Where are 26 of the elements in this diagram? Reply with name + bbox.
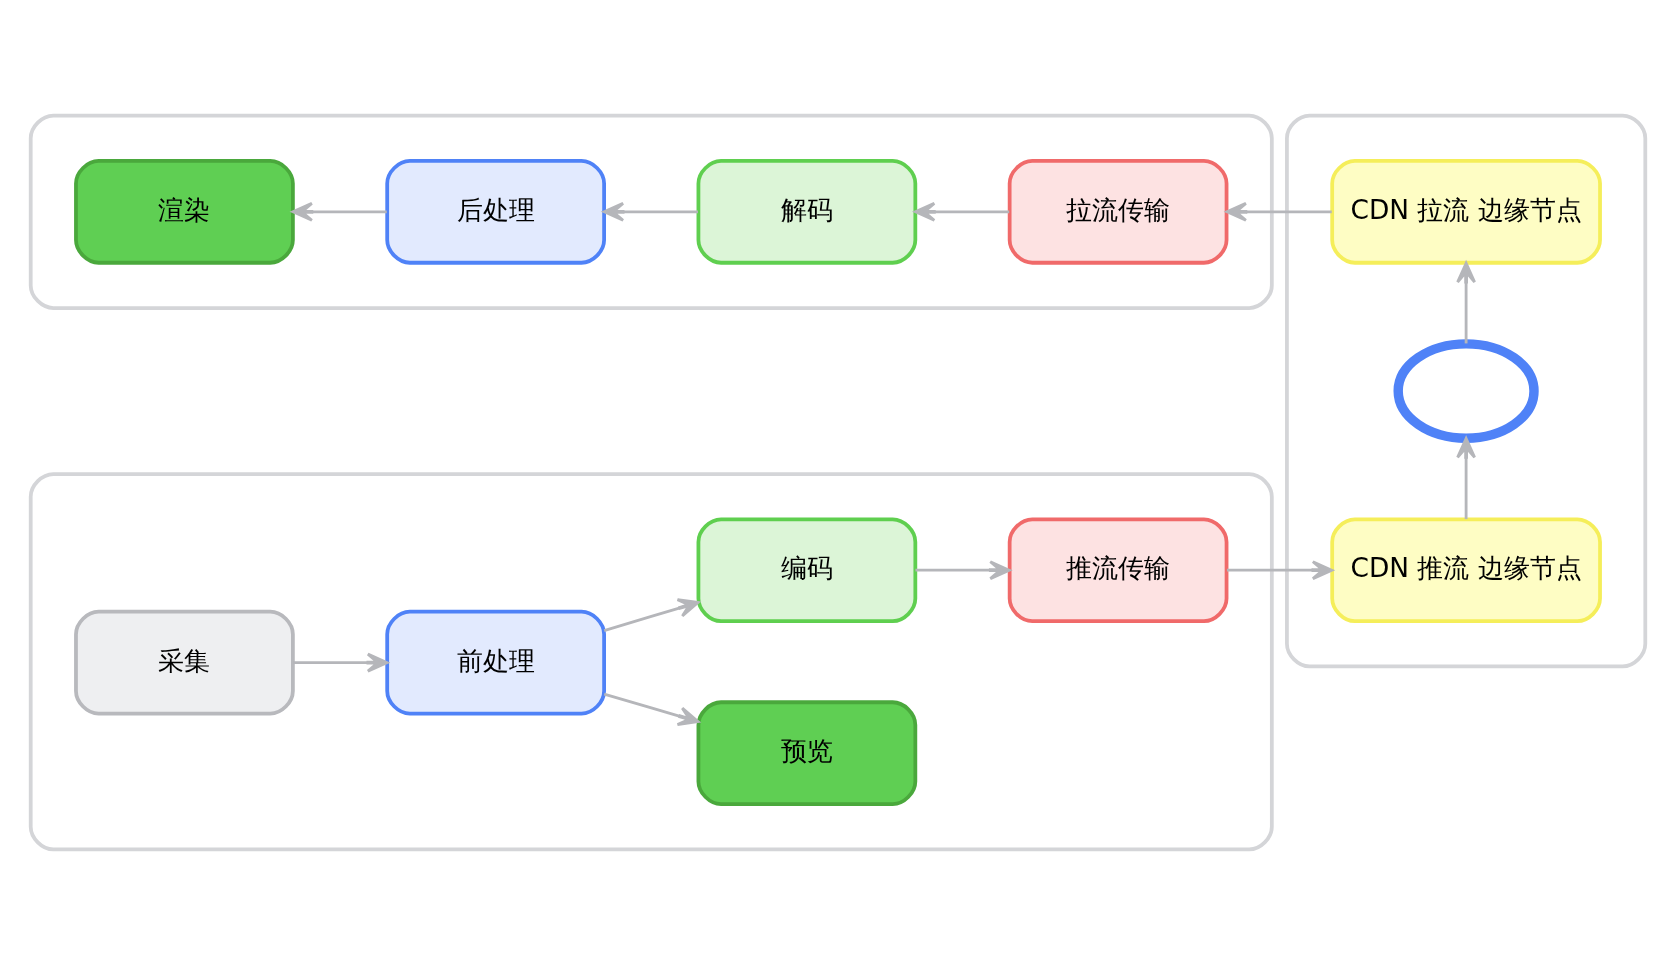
arrow — [914, 201, 1010, 222]
node-box: 渲染 — [74, 158, 295, 265]
arrow — [1227, 559, 1334, 580]
arrow — [293, 652, 389, 673]
arrow — [603, 597, 700, 632]
arrow — [291, 201, 387, 222]
node-box: CDN 推流 边缘节点 — [1330, 516, 1602, 623]
arrow — [1225, 201, 1332, 222]
node-box: 采集 — [74, 609, 295, 715]
cluster — [28, 113, 1274, 310]
cluster — [28, 471, 1274, 851]
node-box: 前处理 — [385, 609, 606, 715]
arrow — [1456, 436, 1476, 519]
node-box: 预览 — [696, 699, 918, 806]
arrow — [915, 559, 1011, 580]
arrow — [602, 201, 698, 222]
node-box: 编码 — [696, 516, 918, 623]
node-box: 后处理 — [385, 158, 606, 265]
arrow — [1456, 261, 1476, 343]
node-box: 推流传输 — [1007, 516, 1229, 623]
arrow — [603, 692, 700, 726]
node-cloud — [1393, 338, 1539, 443]
node-box: CDN 拉流 边缘节点 — [1330, 158, 1602, 265]
node-box: 拉流传输 — [1007, 158, 1229, 265]
cluster — [1285, 113, 1648, 668]
node-box: 解码 — [696, 158, 918, 265]
